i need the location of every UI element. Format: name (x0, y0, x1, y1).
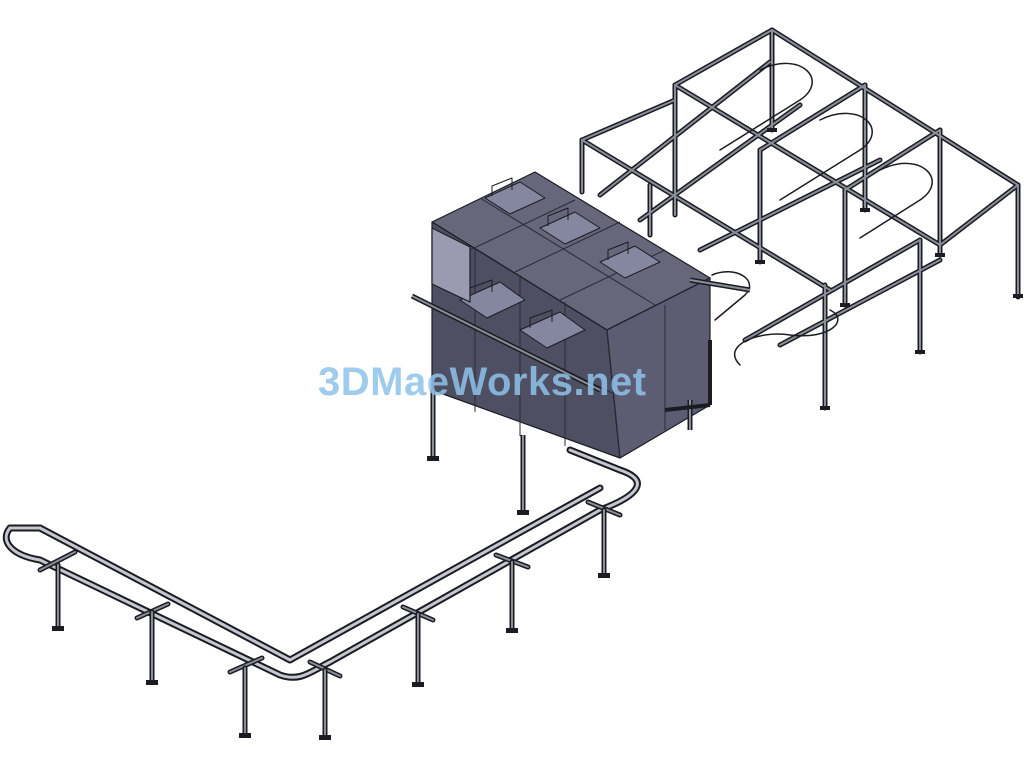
lower-conveyor-run (2, 446, 641, 740)
upper-steel-frame (579, 27, 1023, 411)
cabinet-block (410, 171, 751, 515)
